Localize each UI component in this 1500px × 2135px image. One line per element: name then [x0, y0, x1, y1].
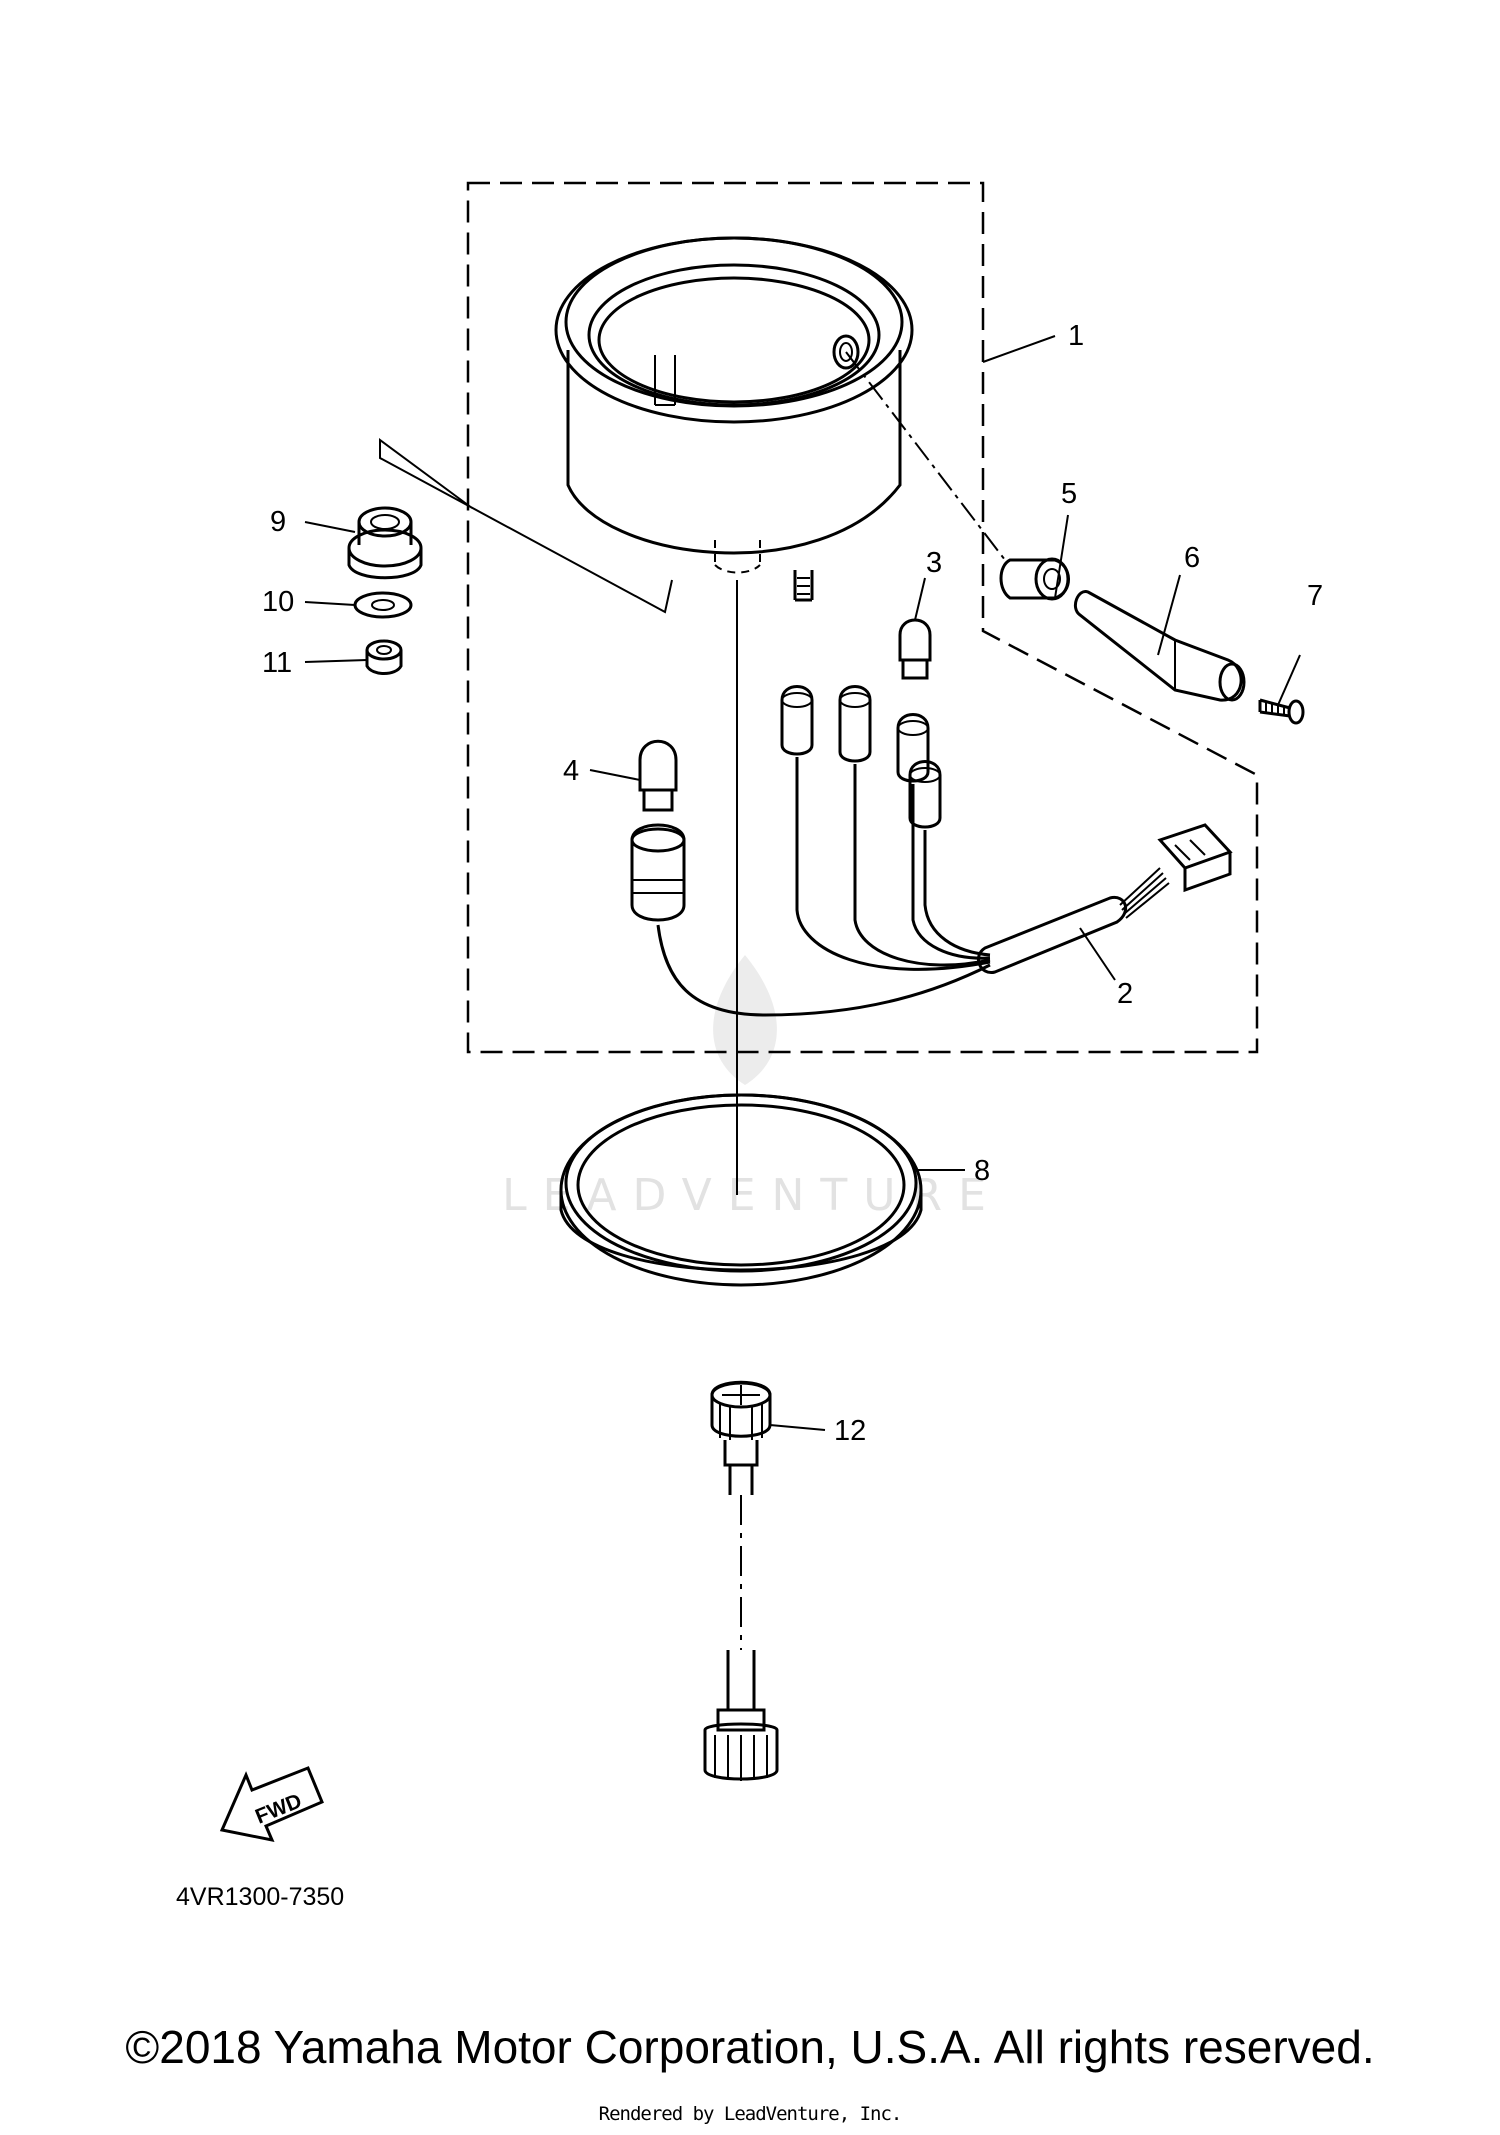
leader-hole-axis	[845, 351, 1006, 561]
callout-10: 10	[262, 586, 294, 618]
nut	[365, 639, 403, 675]
callout-6: 6	[1184, 542, 1200, 574]
drawing-number: 4VR1300-7350	[176, 1883, 344, 1911]
sleeve	[1074, 590, 1246, 702]
fwd-arrow-icon: FWD	[219, 1766, 324, 1843]
callout-1: 1	[1068, 320, 1084, 352]
callout-7: 7	[1307, 580, 1323, 612]
grommet	[347, 506, 423, 580]
callout-2: 2	[1117, 978, 1133, 1010]
bulb-3	[898, 618, 932, 680]
copyright-notice: ©2018 Yamaha Motor Corporation, U.S.A. A…	[125, 2021, 1375, 2073]
meter-assembly-body	[554, 236, 914, 602]
leader-lines	[304, 335, 1301, 1431]
gasket	[559, 1093, 923, 1287]
callout-11: 11	[262, 647, 292, 679]
washer	[353, 591, 413, 619]
assembly-boundary	[466, 181, 1259, 1054]
screw	[1258, 698, 1305, 725]
callout-4: 4	[563, 755, 579, 787]
rendered-by-notice: Rendered by LeadVenture, Inc.	[598, 2103, 903, 2125]
callout-5: 5	[1061, 478, 1077, 510]
callout-12: 12	[834, 1415, 866, 1447]
meter-cable	[703, 1380, 779, 1781]
callout-3: 3	[926, 547, 942, 579]
callout-9: 9	[270, 506, 286, 538]
wire-harness	[630, 685, 1233, 1017]
callout-8: 8	[974, 1155, 990, 1187]
leader-grommet-axis	[379, 438, 673, 614]
bulb-4	[638, 739, 678, 812]
callout-numbers: 1 2 3 4 5 6 7 8 9 10 11 12	[262, 320, 1323, 1447]
